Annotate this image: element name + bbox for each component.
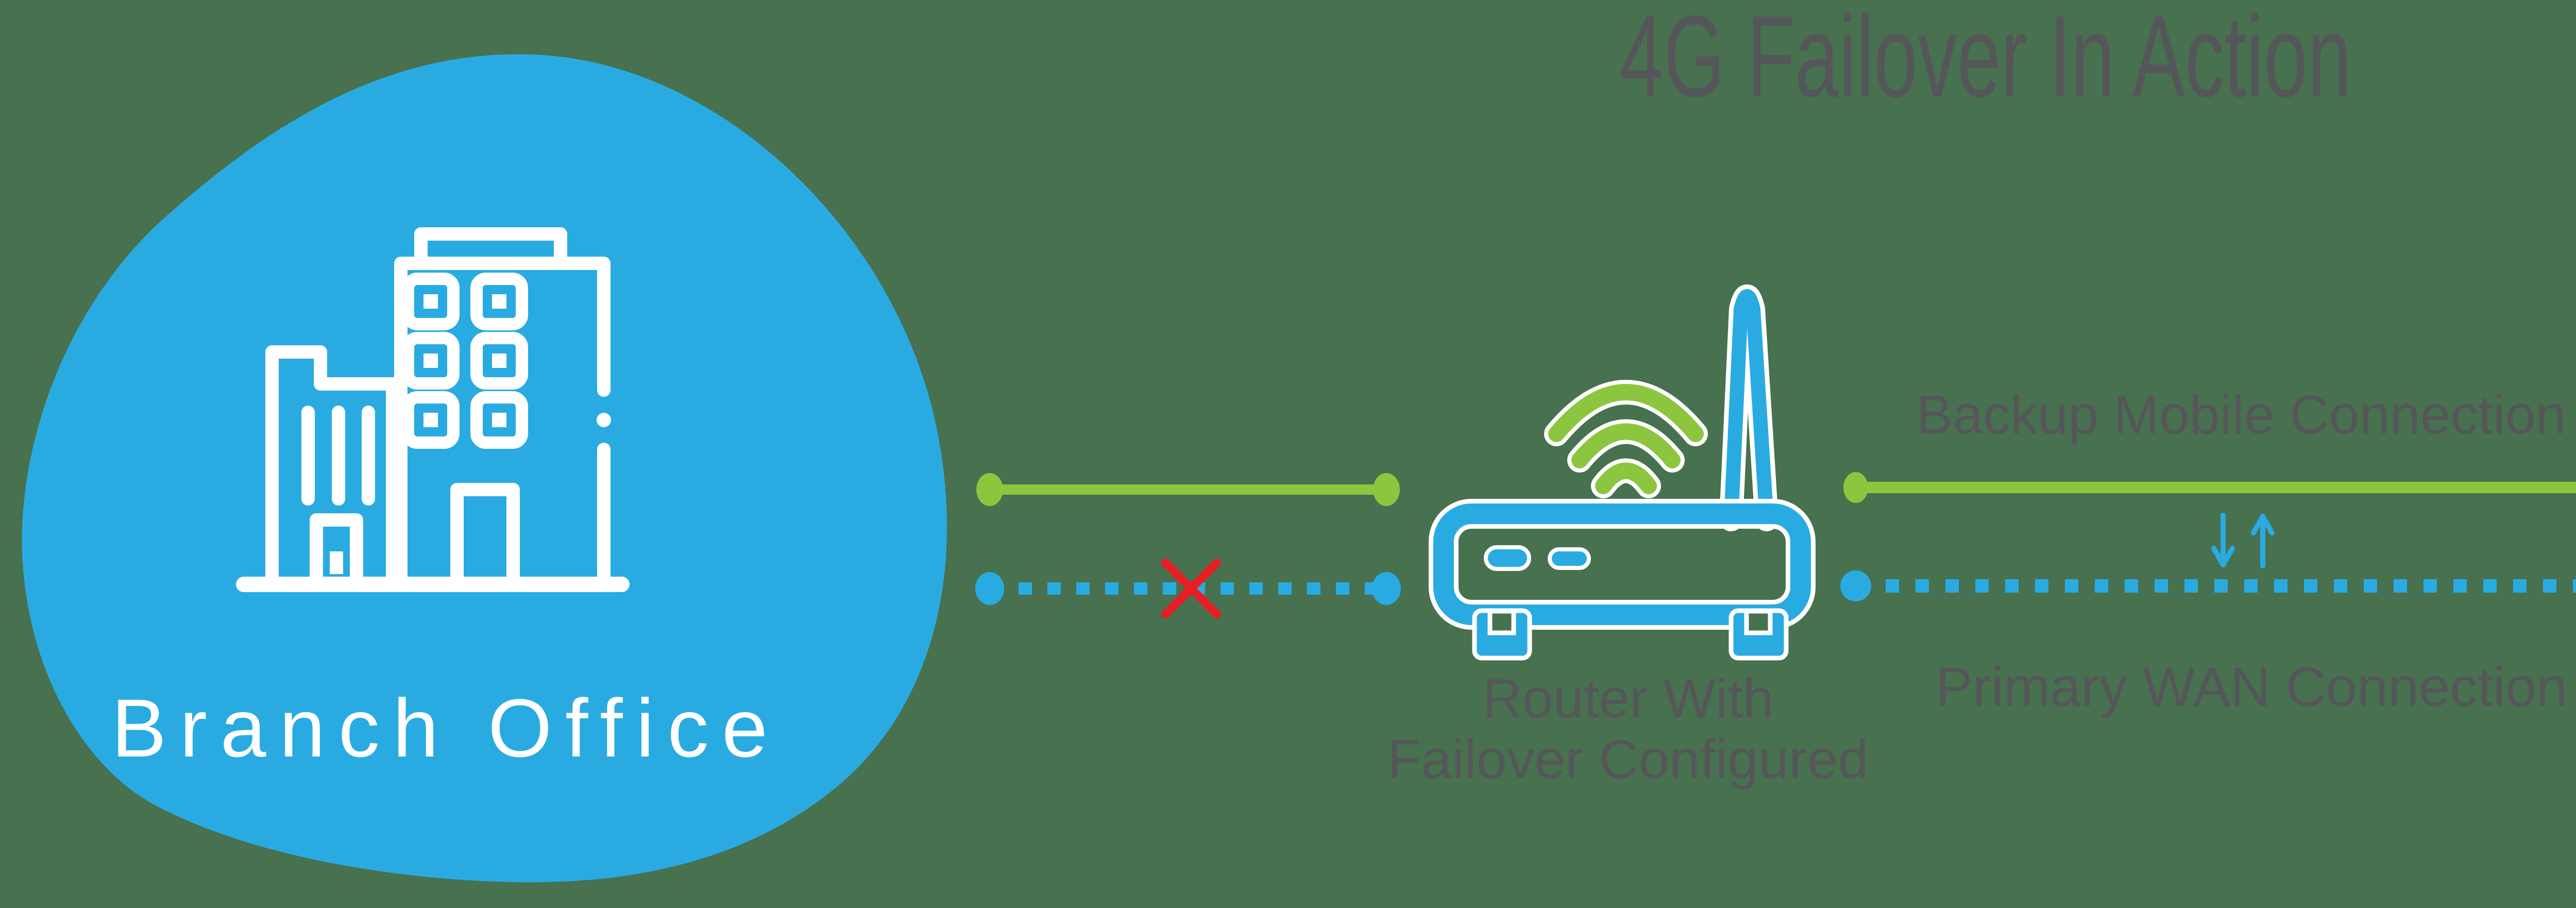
router-label-line2: Failover Configured — [1387, 728, 1869, 790]
branch-office-label: Branch Office — [111, 682, 781, 774]
failover-arrows-icon — [2211, 513, 2275, 568]
router-led-lights — [1484, 545, 1591, 571]
antenna-icon — [1719, 284, 1778, 531]
branch-office-blob — [22, 54, 947, 883]
primary-connection-label: Primary WAN Connection — [1935, 655, 2568, 718]
backup-connection-label: Backup Mobile Connection — [1916, 384, 2566, 445]
router-icon — [1429, 284, 1816, 661]
wifi-icon — [1544, 380, 1708, 498]
lan-connection-failed — [975, 559, 1401, 618]
backup-connection-line — [1843, 472, 2576, 503]
router-label: Router With Failover Configured — [1387, 668, 1869, 789]
failed-x-icon — [1161, 559, 1221, 618]
router-label-line1: Router With — [1482, 667, 1774, 729]
lan-connection-active — [976, 473, 1400, 506]
router-feet — [1472, 608, 1789, 661]
primary-connection-line — [1840, 570, 2576, 601]
office-buildings-icon — [236, 227, 630, 592]
page-title: 4G Failover In Action — [1619, 0, 2352, 121]
